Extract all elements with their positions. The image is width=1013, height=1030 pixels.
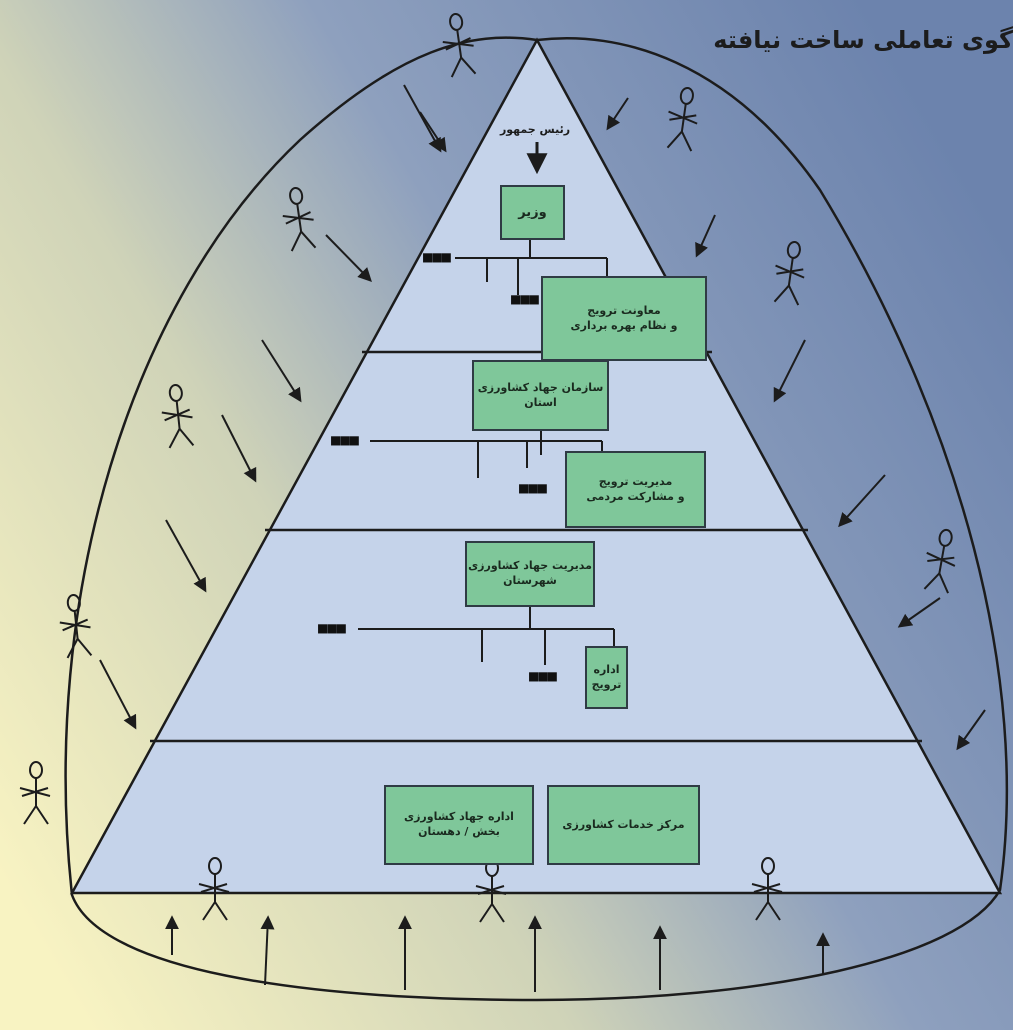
stick-figure-icon <box>773 240 805 306</box>
box-label-line: و مشارکت مردمی <box>586 489 685 503</box>
arrow-icon <box>99 659 137 730</box>
stick-figure-icon <box>198 857 230 921</box>
extension-deputy-box: معاونت ترویج و نظام بهره برداری <box>541 276 707 361</box>
stick-figures <box>19 12 956 923</box>
box-label-line: اداره <box>593 662 620 676</box>
connectors-level-3 <box>358 607 615 665</box>
stick-figure-icon <box>282 186 317 252</box>
extension-management-box: مدیریت ترویج و مشارکت مردمی <box>565 451 706 528</box>
county-management-box: مدیریت جهاد کشاورزی شهرستان <box>465 541 595 607</box>
box-label-line: معاونت ترویج <box>587 303 661 317</box>
stick-figure-icon <box>442 12 477 78</box>
minister-box: وزیر <box>500 185 565 240</box>
box-label-line: اداره جهاد کشاورزی <box>404 810 514 824</box>
stick-figure-icon <box>923 528 956 594</box>
arrow-icon <box>221 414 257 483</box>
stick-figure-icon <box>666 86 698 152</box>
district-office-box: اداره جهاد کشاورزی بخش / دهستان <box>384 785 534 865</box>
ellipsis-marker: ■■■ <box>317 621 347 635</box>
ellipsis-marker: ■■■ <box>422 250 452 264</box>
stick-figure-icon <box>161 383 195 449</box>
arrow-icon <box>838 474 886 528</box>
box-label-line: بخش / دهستان <box>418 825 500 838</box>
arrow-icon <box>606 97 629 131</box>
arrow-icon <box>403 84 442 153</box>
stick-figure-icon <box>751 857 783 921</box>
interaction-arrows <box>99 84 986 751</box>
arrow-icon <box>261 339 302 403</box>
arrow-icon <box>260 915 275 986</box>
box-label-line: و نظام بهره برداری <box>570 318 678 332</box>
box-label-line: شهرستان <box>503 574 557 587</box>
arrow-icon <box>325 234 372 283</box>
box-label-line: مرکز خدمات کشاورزی <box>562 817 685 831</box>
arrow-icon <box>165 519 207 593</box>
box-label-line: وزیر <box>518 204 547 220</box>
ellipsis-marker: ■■■ <box>510 292 540 306</box>
provincial-organization-box: سازمان جهاد کشاورزی استان <box>472 360 609 431</box>
extension-office-box: اداره ترویج <box>585 646 628 709</box>
arrow-icon <box>773 339 806 403</box>
box-label-line: سازمان جهاد کشاورزی <box>477 380 604 394</box>
ellipsis-marker: ■■■ <box>330 433 360 447</box>
ellipsis-marker: ■■■ <box>518 481 548 495</box>
ellipsis-marker: ■■■ <box>528 669 558 683</box>
box-label-line: ترویج <box>591 677 622 691</box>
box-label-line: مدیریت جهاد کشاورزی <box>468 559 592 573</box>
stick-figure-icon <box>19 761 51 825</box>
connectors-level-1 <box>455 240 608 295</box>
box-label-line: مدیریت ترویج <box>598 474 673 488</box>
president-label: رئیس جمهور <box>499 123 571 136</box>
arrow-icon <box>695 214 716 258</box>
pyramid <box>69 37 1003 895</box>
connectors-level-2 <box>370 431 603 478</box>
stick-figure-icon <box>59 593 93 659</box>
outer-curve <box>64 36 1009 1002</box>
arrow-icon <box>956 709 986 751</box>
agri-services-center-box: مرکز خدمات کشاورزی <box>547 785 700 865</box>
box-label-line: استان <box>524 395 557 409</box>
page-title: گوی تعاملی ساخت نیافته <box>713 26 1013 54</box>
arrow-icon <box>897 597 941 628</box>
bottom-arrows <box>165 915 830 992</box>
